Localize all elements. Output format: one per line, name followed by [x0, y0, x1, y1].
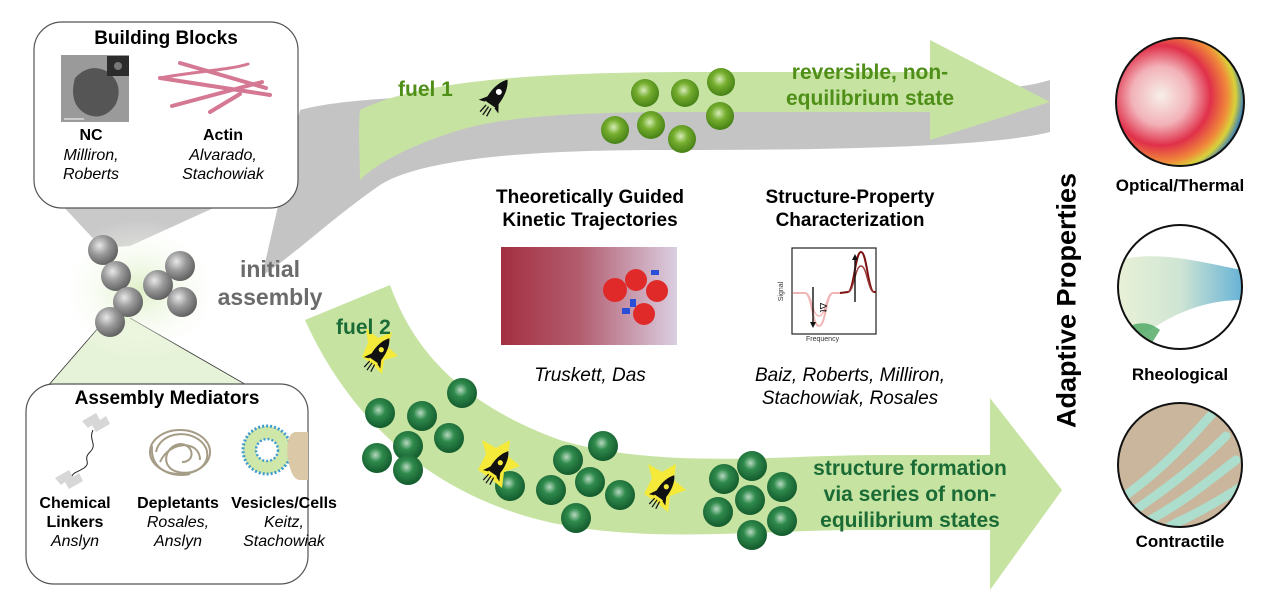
depletant-polymer-icon	[149, 429, 211, 476]
top-state-spheres	[601, 68, 735, 153]
nc-authors-1: Milliron,	[63, 147, 119, 164]
vesicle-icon	[241, 424, 293, 476]
linker-label-1: Chemical	[39, 495, 111, 512]
depletants-authors-2: Anslyn	[153, 533, 203, 550]
bottom-arrow	[305, 285, 1062, 590]
adaptive-properties-title: Adaptive Properties	[1051, 172, 1082, 429]
cell-icon	[287, 432, 308, 480]
contractile-image[interactable]	[1117, 402, 1243, 528]
linker-authors: Anslyn	[50, 533, 100, 550]
optical-thermal-image[interactable]	[1115, 37, 1245, 167]
initial-label-2: assembly	[217, 284, 323, 310]
top-state-line-2: equilibrium state	[785, 87, 955, 110]
theory-title-2: Kinetic Trajectories	[502, 210, 678, 231]
theory-title-1: Theoretically Guided	[496, 187, 684, 208]
bottom-cluster-1	[362, 378, 477, 485]
characterization-authors-2: Stachowiak, Rosales	[761, 388, 939, 409]
actin-authors-2: Stachowiak	[182, 166, 264, 183]
bottom-state-line-2: via series of non-	[823, 483, 997, 506]
plot-delta-t: Δt	[817, 302, 829, 313]
bottom-state-line-3: equilibrium states	[820, 509, 1000, 532]
characterization-title-1: Structure-Property	[765, 187, 935, 208]
top-state-line-1: reversible, non-	[791, 61, 949, 84]
md-simulation-image	[501, 247, 677, 345]
optical-thermal-label: Optical/Thermal	[1115, 176, 1245, 195]
bottom-cluster-2	[495, 431, 635, 533]
fuel-2-label: fuel 2	[336, 316, 391, 339]
assembly-mediators-panel	[25, 383, 309, 585]
rocket-icon	[482, 451, 509, 485]
nc-authors-2: Roberts	[62, 166, 120, 183]
characterization-authors-1: Baiz, Roberts, Milliron,	[754, 365, 946, 386]
theory-authors: Truskett, Das	[534, 365, 646, 386]
actin-label: Actin	[203, 127, 243, 144]
contractile-label: Contractile	[1135, 532, 1225, 551]
fuel-1-label: fuel 1	[398, 78, 453, 101]
bottom-cluster-3	[703, 451, 797, 550]
initial-assembly-spheres	[88, 235, 197, 337]
plot-ylabel: Signal	[778, 281, 786, 302]
rheological-image[interactable]	[1117, 224, 1243, 350]
linker-label-2: Linkers	[46, 514, 104, 531]
building-blocks-title: Building Blocks	[94, 28, 238, 49]
characterization-title-2: Characterization	[775, 210, 925, 231]
vesicles-label: Vesicles/Cells	[231, 495, 337, 512]
depletants-authors-1: Rosales,	[146, 514, 210, 531]
actin-authors-1: Alvarado,	[189, 147, 257, 164]
actin-filaments	[158, 61, 272, 114]
depletants-label: Depletants	[137, 495, 219, 512]
plot-xlabel: Frequency	[806, 336, 840, 343]
nc-label: NC	[79, 127, 103, 144]
top-arrow	[359, 40, 1051, 180]
vesicles-authors-2: Stachowiak	[243, 533, 325, 550]
rocket-icon	[648, 475, 675, 509]
initial-label-1: initial	[239, 256, 301, 282]
rocket-icon	[478, 79, 508, 117]
chemical-linker-icon	[55, 413, 110, 489]
bottom-state-line-1: structure formation	[813, 457, 1007, 480]
vesicles-authors-1: Keitz,	[263, 514, 304, 531]
rheological-label: Rheological	[1131, 365, 1229, 384]
spectroscopy-plot	[791, 247, 877, 335]
assembly-mediators-title: Assembly Mediators	[74, 388, 260, 409]
rocket-icon	[363, 338, 390, 372]
nc-tem-image	[61, 55, 129, 122]
